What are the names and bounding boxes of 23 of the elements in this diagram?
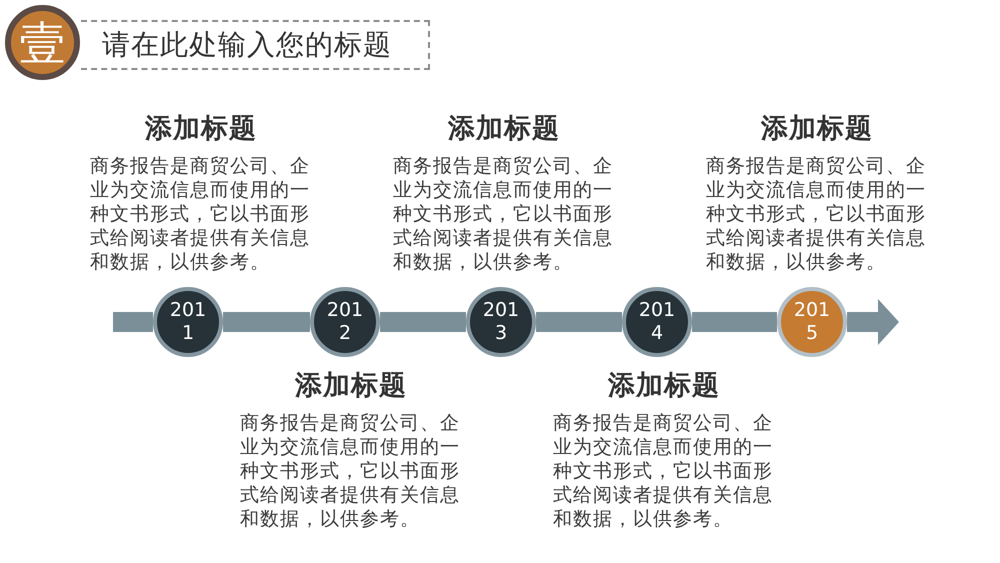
timeline-bar [380, 312, 466, 332]
description-text: 商务报告是商贸公司、企业为交流信息而使用的一种文书形式，它以书面形式给阅读者提供有关信息和数据，以供参考。 [393, 154, 614, 274]
timeline-bar [692, 312, 777, 332]
description-text: 商务报告是商贸公司、企业为交流信息而使用的一种文书形式，它以书面形式给阅读者提供有关信息和数据，以供参考。 [553, 411, 774, 531]
year-label: 2013 [482, 299, 520, 345]
badge-numeral: 壹 [20, 16, 66, 68]
year-label: 2015 [792, 299, 832, 345]
title-banner [81, 20, 430, 70]
timeline-bar [223, 312, 310, 332]
section-heading: 添加标题 [144, 112, 258, 146]
timeline-bar [113, 312, 153, 332]
year-label: 2011 [168, 299, 208, 345]
description-text: 商务报告是商贸公司、企业为交流信息而使用的一种文书形式，它以书面形式给阅读者提供有关信息和数据，以供参考。 [90, 154, 311, 274]
year-label: 2012 [326, 299, 364, 345]
timeline-bar [536, 312, 622, 332]
section-heading: 添加标题 [760, 112, 874, 146]
section-heading: 添加标题 [294, 369, 408, 403]
section-heading: 添加标题 [446, 112, 561, 146]
year-label: 2014 [638, 299, 676, 345]
description-text: 商务报告是商贸公司、企业为交流信息而使用的一种文书形式，它以书面形式给阅读者提供有关信息和数据，以供参考。 [706, 154, 927, 274]
description-text: 商务报告是商贸公司、企业为交流信息而使用的一种文书形式，它以书面形式给阅读者提供有关信息和数据，以供参考。 [240, 411, 461, 531]
section-heading: 添加标题 [606, 369, 721, 403]
title-text: 请在此处输入您的标题 [102, 27, 392, 63]
